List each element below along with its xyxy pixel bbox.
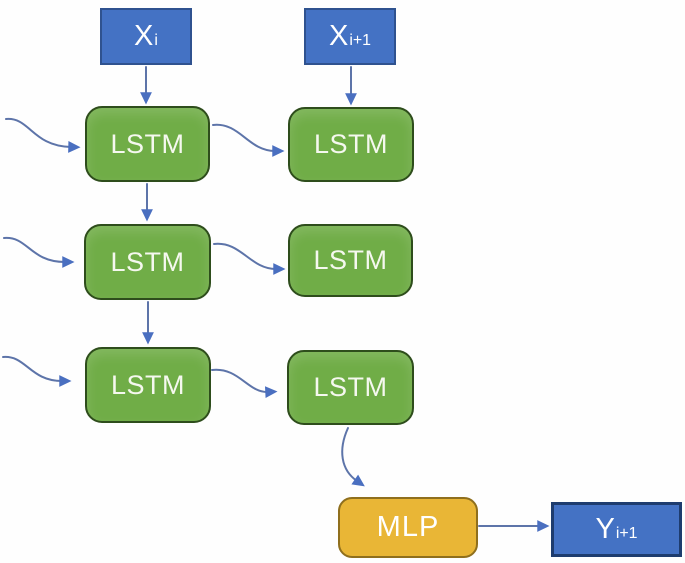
node-label-subscript: i+1: [615, 524, 638, 542]
node-label: LSTM: [313, 372, 388, 402]
node-label: LSTM: [313, 129, 388, 159]
edge-recurrent-in-r2-left: [3, 236, 75, 268]
node-label: LSTM: [313, 245, 388, 275]
edge-lstm-r3-right-to-mlp: [341, 427, 365, 487]
node-label: Y: [595, 513, 615, 545]
mlp-node: MLP: [338, 497, 478, 558]
edge-recurrent-in-r1-left: [5, 117, 81, 153]
node-label: MLP: [376, 511, 440, 543]
node-label-subscript: i: [154, 31, 158, 49]
node-label: X: [134, 20, 154, 52]
lstm-node-r2-left: LSTM: [84, 224, 211, 300]
lstm-node-r3-right: LSTM: [287, 350, 414, 425]
edge-lstm-r1-left-to-right: [212, 123, 285, 157]
lstm-node-r1-left: LSTM: [85, 106, 210, 182]
edge-recurrent-in-r3-left: [2, 355, 72, 387]
node-label: LSTM: [110, 246, 185, 277]
node-label-subscript: i+1: [349, 31, 372, 49]
edge-lstm-r2-left-to-right: [213, 242, 286, 275]
edge-lstm-r3-left-to-right: [211, 368, 278, 399]
node-label: LSTM: [110, 128, 185, 159]
lstm-node-r1-right: LSTM: [288, 107, 414, 182]
lstm-node-r2-right: LSTM: [288, 224, 413, 297]
lstm-node-r3-left: LSTM: [85, 347, 211, 423]
node-label: X: [328, 20, 349, 52]
node-label: LSTM: [110, 369, 185, 400]
